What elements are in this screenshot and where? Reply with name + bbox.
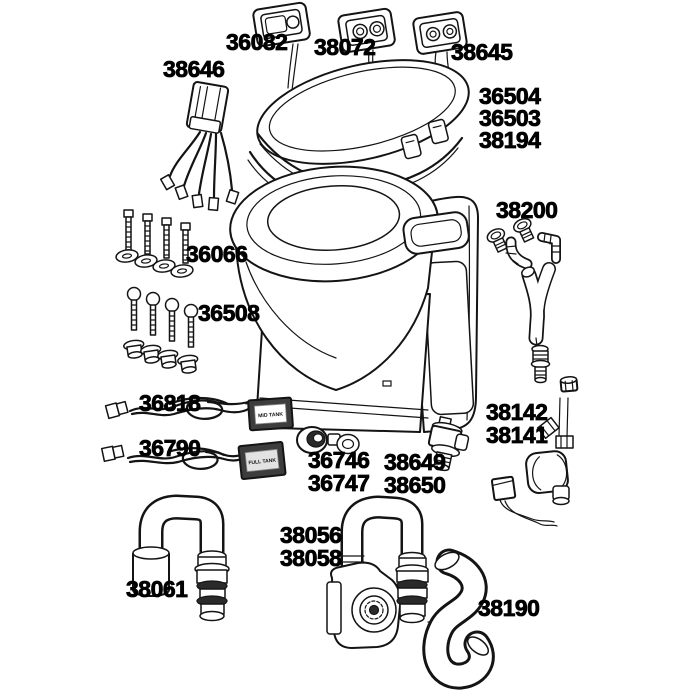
full-tank-sensor-36790-drawing: FULL TANK <box>100 440 287 481</box>
part-label-38646: 38646 <box>163 56 226 82</box>
part-label-36504: 36504 <box>479 83 542 109</box>
part-label-38142: 38142 <box>486 399 549 425</box>
part-label-36082: 36082 <box>226 29 289 55</box>
part-label-36790: 36790 <box>139 435 202 461</box>
hose-fittings-38200-drawing <box>486 217 561 384</box>
part-label-38141: 38141 <box>486 422 549 448</box>
part-label-36066: 36066 <box>186 241 249 267</box>
mid-tank-tag-text: MID TANK <box>258 412 284 420</box>
full-tank-tag-text: FULL TANK <box>248 458 276 467</box>
check-valve-38649-drawing <box>427 416 470 472</box>
part-label-38061: 38061 <box>126 576 189 602</box>
flush-switch-36082-drawing <box>252 1 311 91</box>
part-label-38190: 38190 <box>478 595 541 621</box>
discharge-elbow-38061-drawing <box>132 494 230 622</box>
seat-lid-drawing <box>247 59 470 212</box>
part-label-36503: 36503 <box>479 105 542 131</box>
toilet-base-drawing <box>229 165 479 433</box>
part-label-38650: 38650 <box>384 472 447 498</box>
part-label-36508: 36508 <box>198 300 261 326</box>
part-label-38649: 38649 <box>384 449 447 475</box>
water-valve-38142-drawing <box>490 397 574 527</box>
part-label-38058: 38058 <box>280 545 343 571</box>
valve-seal-36746-drawing <box>296 426 360 455</box>
part-label-38072: 38072 <box>314 34 377 60</box>
hex-nut-drawing <box>559 376 579 393</box>
part-label-36818: 36818 <box>139 390 202 416</box>
part-label-38194: 38194 <box>479 127 542 153</box>
part-label-36746: 36746 <box>308 447 371 473</box>
mid-tank-sensor-36818-drawing: MID TANK <box>104 396 294 432</box>
discharge-hose-38190-drawing <box>422 548 495 690</box>
part-label-38200: 38200 <box>496 197 559 223</box>
macerator-pump-38056-drawing <box>326 495 449 649</box>
part-label-38645: 38645 <box>451 39 514 65</box>
mounting-bolts-36066-drawing <box>115 209 194 278</box>
wiring-harness-38646-drawing <box>159 81 240 212</box>
part-label-36747: 36747 <box>308 470 371 496</box>
seat-screws-36508-drawing <box>123 286 199 374</box>
part-label-38056: 38056 <box>280 522 343 548</box>
